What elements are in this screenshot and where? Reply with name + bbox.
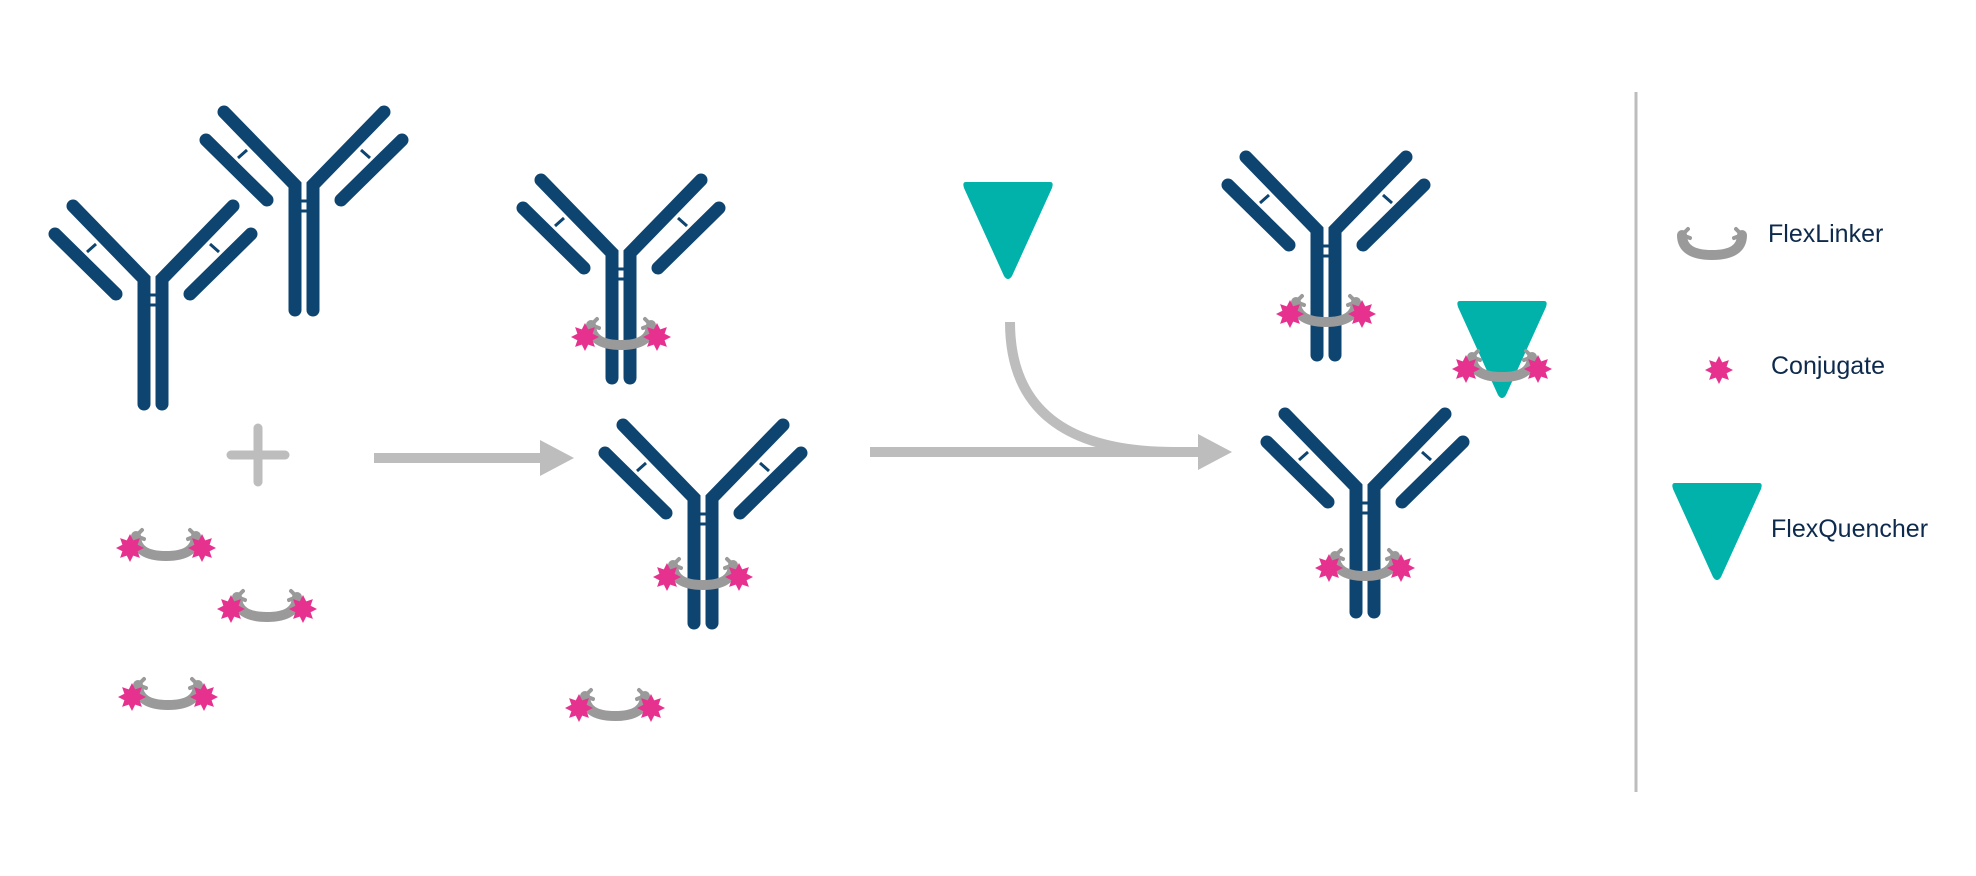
flexquencher-icon [1672,483,1762,580]
arrow-step1-icon [374,440,574,476]
flexlinker-conjugate-icon [217,591,317,623]
arrow-step2-icon [870,321,1232,470]
labeled-antibody-icon [605,425,801,623]
labeled-antibody-icon [1267,414,1463,612]
legend-label-flexquencher: FlexQuencher [1771,515,1929,543]
flexlinker-conjugate-icon [118,679,218,711]
legend-label-conjugate: Conjugate [1771,352,1885,380]
flexlinker-conjugate-icon [116,530,216,562]
antibody-icon [55,206,251,404]
stage1-free-linkers [116,530,317,711]
plus-icon [226,423,290,487]
quenched-flexlinker-icon [1452,301,1552,398]
flexlinker-icon [1682,229,1742,255]
conjugate-icon [1705,356,1733,384]
legend-label-flexlinker: FlexLinker [1768,220,1884,248]
stage2-labeled-antibodies [523,180,801,623]
flexquencher-icon [963,182,1053,279]
stage3-labeled-antibodies [1228,157,1463,612]
labeled-antibody-icon [523,180,719,378]
stage1-antibodies [55,112,402,404]
labeled-antibody-icon [1228,157,1424,355]
excess-flexlinker-icon [565,690,665,722]
